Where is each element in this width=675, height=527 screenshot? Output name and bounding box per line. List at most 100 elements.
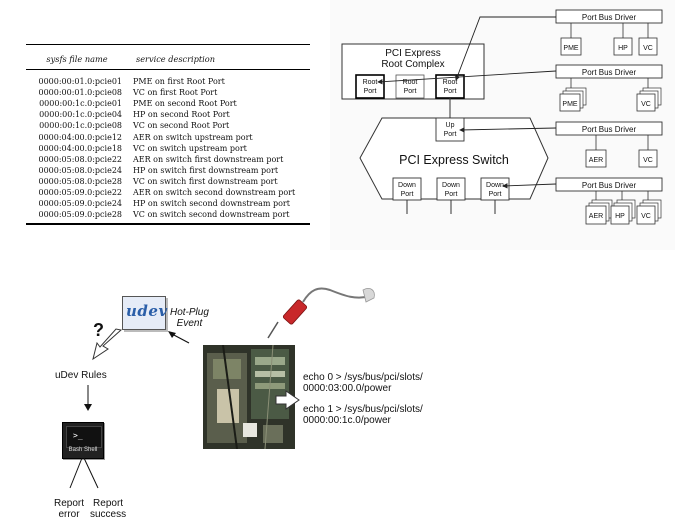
port-bus-driver-3: [555, 121, 663, 136]
table-header-rule: [26, 69, 310, 71]
sysfs-file-name-cell: 0000:04:00.0:pcie12: [38, 132, 122, 142]
service-description-cell: VC on switch first downstream port: [133, 176, 278, 186]
root-complex-title-line1: PCI Express: [385, 48, 441, 59]
bash-shell-screen: >_: [66, 426, 102, 448]
driver-3-service-aer-label: AER: [589, 157, 603, 164]
connector-cable-to-slot: [267, 321, 279, 339]
service-description-cell: VC on first Root Port: [133, 88, 218, 98]
driver-3-service-vc: [638, 149, 658, 168]
red-pcie-card-connector: [282, 299, 308, 325]
sysfs-file-name-cell: 0000:05:09.0:pcie22: [38, 188, 122, 198]
service-description-cell: PME on first Root Port: [133, 77, 225, 87]
udev-rules-label: uDev Rules: [55, 370, 107, 381]
driver-3-service-aer: [585, 149, 607, 168]
driver-4-service-hp: [610, 205, 630, 225]
down-port-1-label-line2: Port: [401, 191, 414, 198]
driver-1-service-pme: [560, 37, 582, 56]
sysfs-file-name-cell: 0000:04:00.0:pcie18: [38, 143, 122, 153]
driver-2-service-vc-label: VC: [641, 101, 651, 108]
sysfs-file-name-cell: 0000:00:01.0:pcie08: [38, 88, 122, 98]
report-success-line2: success: [90, 509, 127, 520]
sysfs-file-name-cell: 0000:05:09.0:pcie28: [38, 210, 122, 220]
driver-1-service-vc-label: VC: [643, 45, 653, 52]
driver-2-service-pme: [559, 93, 581, 112]
port-bus-driver-1-label: Port Bus Driver: [582, 13, 637, 22]
report-success-line1: Report: [93, 498, 124, 509]
table-row: 0000:04:00.0:pcie12 AER on switch upstrea…: [26, 132, 310, 143]
table-header-row: sysfs file name service description: [26, 45, 310, 64]
driver-4-service-vc: [636, 205, 656, 225]
driver-1-service-hp: [613, 37, 633, 56]
hotplug-event-label: Hot-Plug Event: [170, 307, 209, 329]
arrow-driver-3-to-up-port: [459, 127, 557, 133]
down-port-2-label-line1: Down: [442, 182, 460, 189]
table-row: 0000:05:09.0:pcie28 VC on switch second d…: [26, 209, 310, 220]
arrow-driver-1-to-root-port-3: [455, 16, 556, 81]
report-error-line2: error: [58, 509, 80, 520]
bash-shell-icon: >_ Bash Shell: [62, 422, 104, 459]
port-bus-driver-3-label: Port Bus Driver: [582, 125, 637, 134]
table-row: 0000:00:1c.0:pcie04 HP on second Root Por…: [26, 109, 310, 120]
down-port-2-label-line2: Port: [445, 191, 458, 198]
up-port-label-line2: Port: [444, 131, 457, 138]
root-complex-title-line2: Root Complex: [381, 59, 444, 70]
table-row: 0000:04:00.0:pcie18 VC on switch upstream…: [26, 143, 310, 154]
down-port-1-label-line1: Down: [398, 182, 416, 189]
driver-4-service-aer: [585, 205, 607, 225]
header-sysfs-file-name: sysfs file name: [46, 54, 108, 65]
port-bus-driver-2: [555, 64, 663, 79]
service-description-cell: AER on switch upstream port: [133, 132, 253, 142]
root-port-2-label-line1: Root: [403, 79, 418, 86]
service-description-cell: VC on switch upstream port: [133, 143, 247, 153]
report-error-label: Report error: [54, 498, 84, 520]
driver-2-service-vc: [636, 93, 656, 112]
sysfs-file-name-cell: 0000:00:1c.0:pcie04: [39, 110, 122, 120]
pcie-topology-svg: PCI Express Root Complex Root Port Root …: [341, 9, 663, 225]
port-bus-driver-1: [555, 9, 663, 24]
service-description-cell: PME on second Root Port: [133, 99, 237, 109]
udev-logo-text: udev: [126, 302, 168, 320]
hotplug-cable: [302, 287, 373, 303]
down-port-3-label-line2: Port: [489, 191, 502, 198]
udev-logo: udev: [122, 296, 168, 330]
root-port-2-label-line2: Port: [404, 88, 417, 95]
table-top-rule: [26, 44, 310, 46]
bash-prompt: >_: [73, 431, 83, 440]
table-row: 0000:05:09.0:pcie22 AER on switch second …: [26, 187, 310, 198]
pcie-topology-diagram: PCI Express Root Complex Root Port Root …: [330, 0, 675, 250]
root-port-1-label-line2: Port: [364, 88, 377, 95]
report-success-label: Report success: [90, 498, 126, 520]
command-power-off: echo 0 > /sys/bus/pci/slots/ 0000:03:00.…: [303, 372, 423, 394]
bash-shell-label: Bash Shell: [68, 447, 98, 453]
service-description-cell: VC on switch second downstream port: [133, 210, 290, 220]
service-description-cell: AER on switch second downstream port: [133, 188, 296, 198]
service-description-cell: VC on second Root Port: [133, 121, 230, 131]
header-service-description: service description: [136, 54, 215, 65]
service-description-cell: HP on second Root Port: [133, 110, 230, 120]
rules-to-bash-arrowhead: [84, 404, 92, 411]
server-hardware-illustration: [203, 345, 295, 449]
port-bus-driver-4: [555, 177, 663, 192]
driver-4-service-vc-label: VC: [641, 213, 651, 220]
sysfs-file-name-cell: 0000:00:1c.0:pcie08: [39, 121, 122, 131]
cable-plug-end: [362, 288, 375, 303]
root-port-3-label-line2: Port: [444, 88, 457, 95]
root-port-1: [355, 74, 385, 99]
hotplug-event-line1: Hot-Plug: [170, 307, 209, 318]
service-description-cell: AER on switch first downstream port: [133, 154, 284, 164]
event-arrow-head: [168, 331, 176, 338]
driver-4-service-aer-label: AER: [589, 213, 603, 220]
driver-2-service-pme-label: PME: [562, 101, 578, 108]
server-hardware-photo: [203, 345, 295, 449]
command-power-off-line1: echo 0 > /sys/bus/pci/slots/: [303, 372, 423, 383]
command-power-on-line1: echo 1 > /sys/bus/pci/slots/: [303, 404, 423, 415]
port-bus-driver-4-label: Port Bus Driver: [582, 181, 637, 190]
table-row: 0000:00:01.0:pcie08 VC on first Root Port: [26, 87, 310, 98]
command-power-on: echo 1 > /sys/bus/pci/slots/ 0000:00:1c.…: [303, 404, 423, 426]
